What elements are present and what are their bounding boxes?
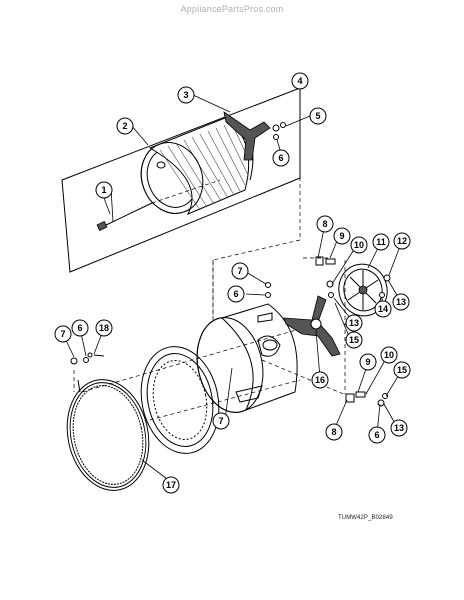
callout-15a-label: 15	[349, 335, 359, 345]
callout-6b-label: 6	[233, 289, 238, 299]
callout-13a-label: 13	[396, 297, 406, 307]
callout-11: 11	[372, 233, 390, 251]
callout-14-label: 14	[378, 304, 388, 314]
callout-12-label: 12	[397, 236, 407, 246]
callout-9a-label: 9	[339, 231, 344, 241]
callout-10b-label: 10	[384, 350, 394, 360]
callout-7c: 7	[212, 412, 230, 430]
clamp-screws	[70, 352, 105, 393]
drawing-code: TUMW42P_B02849	[338, 515, 393, 521]
callout-16-label: 16	[315, 375, 325, 385]
callout-18: 18	[95, 319, 113, 337]
callout-7c-label: 7	[218, 416, 223, 426]
callout-17-label: 17	[166, 480, 176, 490]
callout-10a: 10	[350, 236, 368, 254]
callout-17: 17	[162, 476, 180, 494]
callout-16: 16	[311, 371, 329, 389]
callout-8b: 8	[325, 423, 343, 441]
callout-13c: 13	[345, 314, 363, 332]
inner-basket	[140, 117, 254, 215]
callout-6c: 6	[71, 319, 89, 337]
callout-2-label: 2	[122, 121, 127, 131]
callout-15b-label: 15	[397, 365, 407, 375]
callout-18-label: 18	[99, 323, 109, 333]
callout-6a-label: 6	[278, 153, 283, 163]
callout-6d-label: 6	[374, 430, 379, 440]
callout-6a: 6	[272, 149, 290, 167]
outer-tub	[196, 303, 298, 413]
callout-7a: 7	[231, 262, 249, 280]
door-seal-and-clamp	[66, 346, 220, 491]
callout-8a: 8	[316, 215, 334, 233]
callout-15a: 15	[345, 331, 363, 349]
callout-14: 14	[374, 300, 392, 318]
callout-13b-label: 13	[394, 423, 404, 433]
callout-1: 1	[95, 181, 113, 199]
callout-3: 3	[177, 86, 195, 104]
callout-11-label: 11	[376, 237, 386, 247]
tub-spider	[283, 295, 341, 357]
callout-4: 4	[291, 72, 309, 90]
callout-13b: 13	[390, 419, 408, 437]
callout-15b: 15	[393, 361, 411, 379]
callout-5: 5	[309, 107, 327, 125]
callout-8b-label: 8	[331, 427, 336, 437]
callout-13c-label: 13	[349, 318, 359, 328]
callout-10b: 10	[380, 346, 398, 364]
callout-1-label: 1	[101, 185, 106, 195]
callout-9a: 9	[333, 227, 351, 245]
callout-9b-label: 9	[365, 357, 370, 367]
callout-5-label: 5	[315, 111, 320, 121]
callout-8a-label: 8	[322, 219, 327, 229]
callout-3-label: 3	[183, 90, 188, 100]
callout-6b: 6	[227, 285, 245, 303]
callout-7b: 7	[54, 325, 72, 343]
bearing-parts	[257, 256, 391, 407]
callout-10a-label: 10	[354, 240, 364, 250]
callout-7b-label: 7	[60, 329, 65, 339]
basket-spider	[223, 111, 271, 161]
watermark-text: AppliancePartsPros.com	[180, 4, 284, 14]
callout-6d: 6	[368, 426, 386, 444]
callout-12: 12	[393, 232, 411, 250]
callout-9b: 9	[359, 353, 377, 371]
callout-13a: 13	[392, 293, 410, 311]
spider-bolts-top	[272, 122, 286, 140]
callout-2: 2	[116, 117, 134, 135]
shaft-bolt	[96, 202, 153, 231]
callout-4-label: 4	[297, 76, 302, 86]
drive-pulley	[338, 263, 388, 317]
callout-6c-label: 6	[77, 323, 82, 333]
callout-7a-label: 7	[237, 266, 242, 276]
